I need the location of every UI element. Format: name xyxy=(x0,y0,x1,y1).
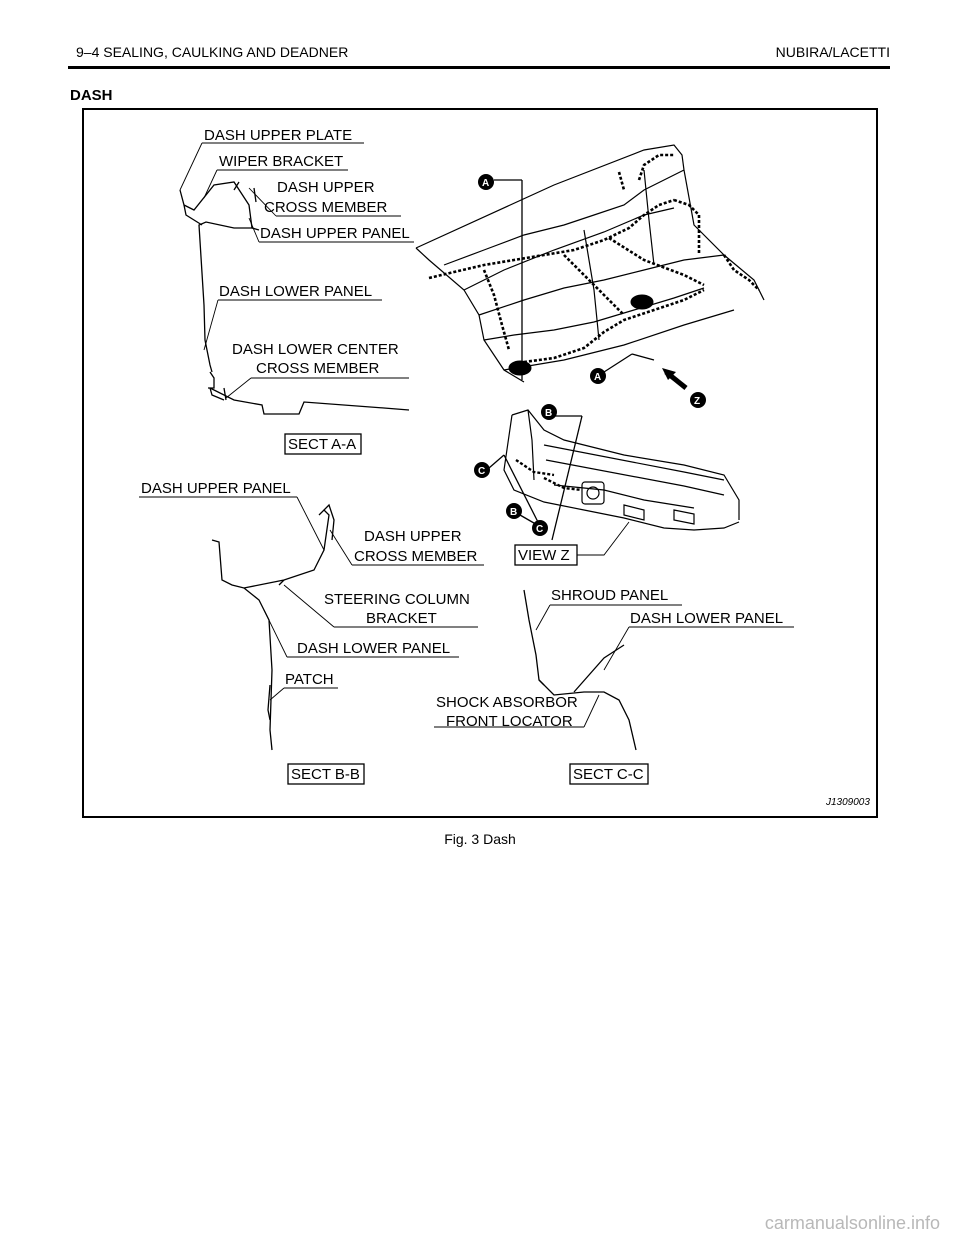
label-shock-absorber-b: FRONT LOCATOR xyxy=(446,713,573,730)
svg-text:B: B xyxy=(510,507,517,518)
callout-a-bottom: A xyxy=(590,368,606,384)
label-dash-upper-plate: DASH UPPER PLATE xyxy=(204,127,352,144)
svg-text:A: A xyxy=(482,178,489,189)
svg-text:A: A xyxy=(594,372,601,383)
label-shock-absorber-a: SHOCK ABSORBOR xyxy=(436,694,578,711)
label-dash-upper-cross-member-a: DASH UPPER xyxy=(277,179,375,196)
header-model-name: NUBIRA/LACETTI xyxy=(775,44,890,60)
label-dash-upper-cross-member-bb-b: CROSS MEMBER xyxy=(354,548,478,565)
dash-figure: DASH UPPER PLATE WIPER BRACKET DASH UPPE… xyxy=(82,108,878,818)
callout-c-bottom: C xyxy=(532,520,548,536)
label-patch: PATCH xyxy=(285,671,334,688)
svg-text:C: C xyxy=(478,466,485,477)
label-sect-aa: SECT A-A xyxy=(288,436,356,453)
section-line-c xyxy=(488,454,543,531)
section-title: DASH xyxy=(70,87,113,104)
sect-bb-box xyxy=(287,763,365,785)
watermark: carmanualsonline.info xyxy=(764,1213,940,1233)
label-view-z: VIEW Z xyxy=(518,547,570,564)
label-sect-cc: SECT C-C xyxy=(573,766,644,783)
label-dash-lower-panel-aa: DASH LOWER PANEL xyxy=(219,283,372,300)
label-dash-upper-panel-aa: DASH UPPER PANEL xyxy=(260,225,410,242)
figure-code: J1309003 xyxy=(825,797,870,808)
label-dash-lower-panel-bb: DASH LOWER PANEL xyxy=(297,640,450,657)
section-line-b xyxy=(519,415,583,541)
label-steering-column-a: STEERING COLUMN xyxy=(324,591,470,608)
sect-cc-box xyxy=(569,763,649,785)
callout-c-left: C xyxy=(474,462,490,478)
svg-text:B: B xyxy=(545,408,552,419)
label-dash-upper-cross-member-b: CROSS MEMBER xyxy=(264,199,388,216)
callout-b-top: B xyxy=(541,404,557,420)
svg-text:Z: Z xyxy=(694,396,700,407)
sect-cc-leaders xyxy=(434,604,794,728)
label-steering-column-b: BRACKET xyxy=(366,610,437,627)
callout-b-bottom: B xyxy=(506,503,522,519)
view-z-arrow: Z xyxy=(662,368,706,408)
sect-cc-drawing xyxy=(523,589,637,751)
label-shroud-panel: SHROUD PANEL xyxy=(551,587,668,604)
label-dash-upper-panel-bb: DASH UPPER PANEL xyxy=(141,480,291,497)
sealer-lines xyxy=(428,153,760,364)
figure-caption: Fig. 3 Dash xyxy=(444,831,516,847)
view-z-drawing xyxy=(503,409,740,531)
label-wiper-bracket: WIPER BRACKET xyxy=(219,153,343,170)
label-sect-bb: SECT B-B xyxy=(291,766,360,783)
patch-plugs xyxy=(508,294,654,376)
svg-text:C: C xyxy=(536,524,543,535)
sect-aa-leaders xyxy=(179,142,414,399)
body-isometric-drawing xyxy=(415,144,765,383)
label-dash-lower-center-a: DASH LOWER CENTER xyxy=(232,341,399,358)
sect-aa-drawing xyxy=(179,181,410,415)
section-line-a xyxy=(494,179,655,380)
sect-bb-drawing xyxy=(211,503,335,751)
sect-bb-leaders xyxy=(139,496,484,701)
header-rule xyxy=(68,66,890,69)
view-z-leader xyxy=(577,521,630,556)
dash-illustration: DASH UPPER PLATE WIPER BRACKET DASH UPPE… xyxy=(139,127,870,808)
label-dash-lower-panel-cc: DASH LOWER PANEL xyxy=(630,610,783,627)
label-dash-lower-center-b: CROSS MEMBER xyxy=(256,360,380,377)
callout-a-top: A xyxy=(478,174,494,190)
sect-aa-box xyxy=(284,433,362,455)
label-dash-upper-cross-member-bb-a: DASH UPPER xyxy=(364,528,462,545)
header-chapter-title: 9–4 SEALING, CAULKING AND DEADNER xyxy=(76,44,349,60)
